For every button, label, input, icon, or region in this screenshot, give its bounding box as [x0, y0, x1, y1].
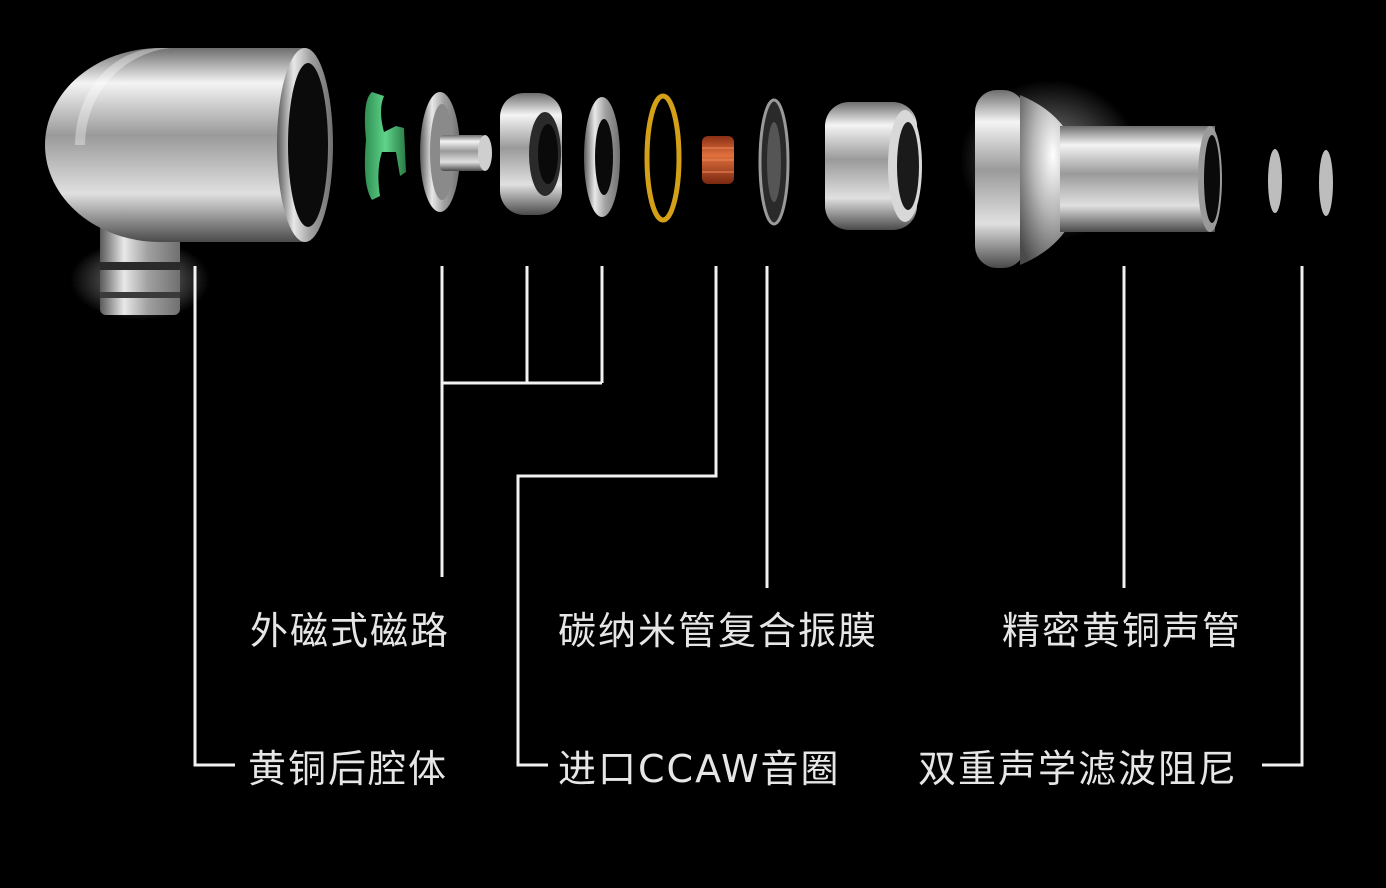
leader-acoustic-filter	[1262, 266, 1304, 767]
diaphragm-part	[758, 98, 790, 226]
green-gasket-part	[364, 92, 406, 200]
gold-ring-part	[644, 93, 682, 223]
washer-part	[584, 97, 620, 217]
pole-piece-part	[420, 92, 492, 212]
magnet-ring-part	[500, 93, 562, 215]
rear-cavity-part	[45, 48, 333, 320]
leader-rear-cavity	[193, 266, 235, 767]
leader-lines	[193, 266, 1304, 767]
label-magnetic-circuit: 外磁式磁路	[250, 609, 451, 653]
front-cavity-part	[825, 102, 922, 230]
sound-tube-part	[960, 80, 1222, 268]
acoustic-filter-parts	[1268, 149, 1333, 216]
label-sound-tube: 精密黄铜声管	[1002, 609, 1243, 653]
leader-voice-coil	[516, 266, 718, 767]
label-diaphragm: 碳纳米管复合振膜	[558, 609, 879, 653]
label-acoustic-filter: 双重声学滤波阻尼	[918, 747, 1239, 791]
voice-coil-part	[702, 136, 734, 184]
label-rear-cavity: 黄铜后腔体	[248, 747, 449, 791]
label-voice-coil: 进口CCAW音圈	[558, 747, 841, 791]
